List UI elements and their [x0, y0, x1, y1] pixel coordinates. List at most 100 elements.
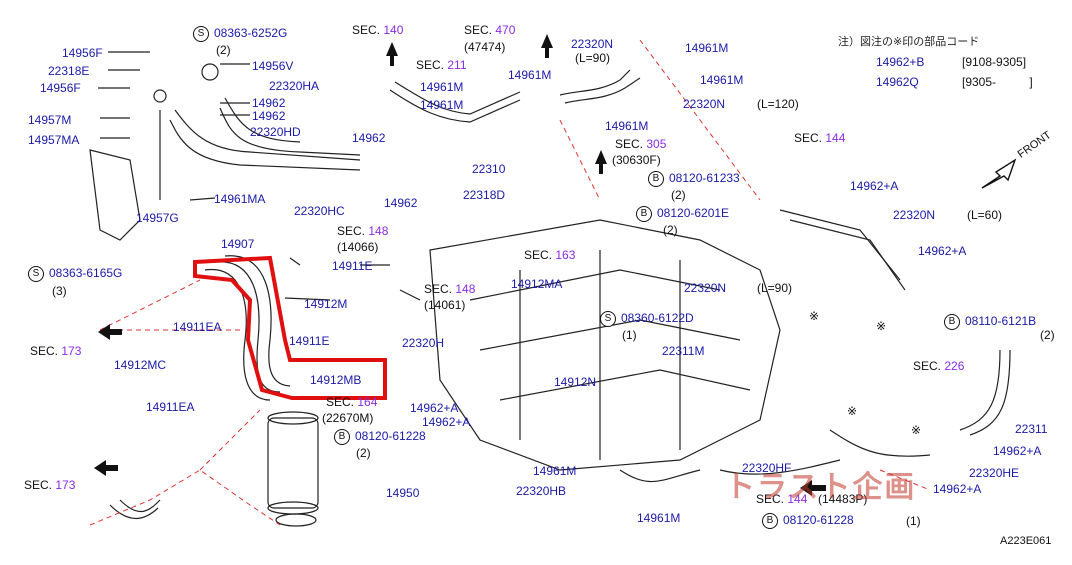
part-label: 14957MA [28, 133, 80, 147]
front-arrow-icon [981, 158, 1017, 189]
part-label: 14911E [332, 259, 373, 273]
length-note: (L=60) [967, 208, 1003, 222]
section-ref: SEC. 144 [794, 131, 846, 145]
part-label: 14961M [420, 80, 464, 94]
screw-circle-icon: S [193, 26, 209, 42]
part-label: 22320H [402, 336, 445, 350]
part-label: 22320HB [516, 484, 567, 498]
quantity: (1) [906, 514, 921, 528]
bolt-circle-icon: B [762, 513, 778, 529]
part-label: 22320N [571, 37, 614, 51]
part-label: 14961M [508, 68, 552, 82]
part-label: 14911EA [146, 400, 195, 414]
bolt-circle-icon: B [944, 314, 960, 330]
part-label: 14956F [62, 46, 103, 60]
part-label: 14962+A [850, 179, 899, 193]
part-label: 22320HC [294, 204, 345, 218]
part-label: 14962+A [993, 444, 1042, 458]
part-label: 22318D [463, 188, 506, 202]
part-label: 14912MA [511, 277, 563, 291]
part-label: 22310 [472, 162, 506, 176]
asterisk-marker: ※ [911, 423, 922, 437]
part-label: 22318E [48, 64, 90, 78]
section-ref: SEC. 148 [337, 224, 389, 238]
part-label: 22311M [662, 344, 705, 358]
part-label: 14912MC [114, 358, 167, 372]
screw-circle-icon: S [28, 266, 44, 282]
part-label: 14961M [700, 73, 744, 87]
part-label: 14962+A [918, 244, 967, 258]
part-label: 14911E [289, 334, 330, 348]
quantity: (2) [1040, 328, 1055, 342]
highlight-outline [193, 255, 387, 400]
quantity: (2) [356, 446, 371, 460]
quantity: (30630F) [612, 153, 661, 167]
part-label: 22320HA [269, 79, 320, 93]
part-label: 14962+A [410, 401, 459, 415]
part-label: 22320HF [742, 461, 792, 475]
quantity: (2) [663, 223, 678, 237]
part-label: 14950 [386, 486, 420, 500]
section-ref: SEC. 144 [756, 492, 808, 506]
part-number: 08363-6252G [214, 26, 288, 41]
quantity: (3) [52, 284, 67, 298]
section-ref: SEC. 173 [30, 344, 82, 358]
legend-code-1: 14962+B [876, 55, 925, 69]
part-label: 14956V [252, 59, 294, 73]
screw-callout: S 08363-6165G [28, 266, 122, 282]
quantity: (2) [216, 43, 231, 57]
bolt-circle-icon: B [334, 429, 350, 445]
quantity: (14066) [337, 240, 379, 254]
part-label: 14961M [420, 98, 464, 112]
section-ref: SEC. 211 [416, 58, 467, 72]
section-ref: SEC. 163 [524, 248, 576, 262]
part-label: 14911EA [173, 320, 222, 334]
hose-lines [89, 51, 1011, 527]
direction-arrows [94, 34, 826, 496]
part-number: 08363-6165G [49, 266, 123, 281]
part-label: 22320HD [250, 125, 301, 139]
legend-range-1: [9108-9305] [962, 55, 1027, 69]
part-label: 14961MA [214, 192, 266, 206]
dashed-routing-lines [89, 39, 931, 526]
part-label: 22320HE [969, 466, 1020, 480]
part-label: 14961M [533, 464, 577, 478]
screw-callout: S 08363-6252G [193, 26, 287, 42]
part-label: 22320N [893, 208, 936, 222]
part-label: 14961M [637, 511, 681, 525]
legend-title: 注）図注の※印の部品コード [838, 35, 980, 48]
quantity: (14061) [424, 298, 466, 312]
bolt-circle-icon: B [636, 206, 652, 222]
part-label: 22320N [683, 97, 726, 111]
bolt-circle-icon: B [648, 171, 664, 187]
screw-circle-icon: S [600, 311, 616, 327]
length-note: (L=90) [575, 51, 611, 65]
legend-code-2: 14962Q [876, 75, 919, 89]
part-label: 14956F [40, 81, 81, 95]
watermark-logo: トラスト企画 [725, 470, 917, 505]
part-label: 14912M [304, 297, 348, 311]
length-note: (L=120) [757, 97, 799, 111]
section-ref: SEC. 148 [424, 282, 476, 296]
diagram-id: A223E061 [1000, 535, 1052, 547]
quantity: (1) [622, 328, 637, 342]
quantity: (22670M) [322, 411, 374, 425]
part-label: 14957M [28, 113, 72, 127]
quantity: (47474) [464, 40, 506, 54]
highlighted-part-label: 14912MB [310, 373, 362, 387]
part-label: 14962+A [422, 415, 471, 429]
asterisk-marker: ※ [809, 309, 820, 323]
part-label: 22320N [684, 281, 727, 295]
asterisk-marker: ※ [876, 319, 887, 333]
part-label: 22311 [1015, 422, 1048, 436]
section-ref: SEC. 305 [615, 137, 667, 151]
quantity: (14483P) [818, 492, 868, 506]
